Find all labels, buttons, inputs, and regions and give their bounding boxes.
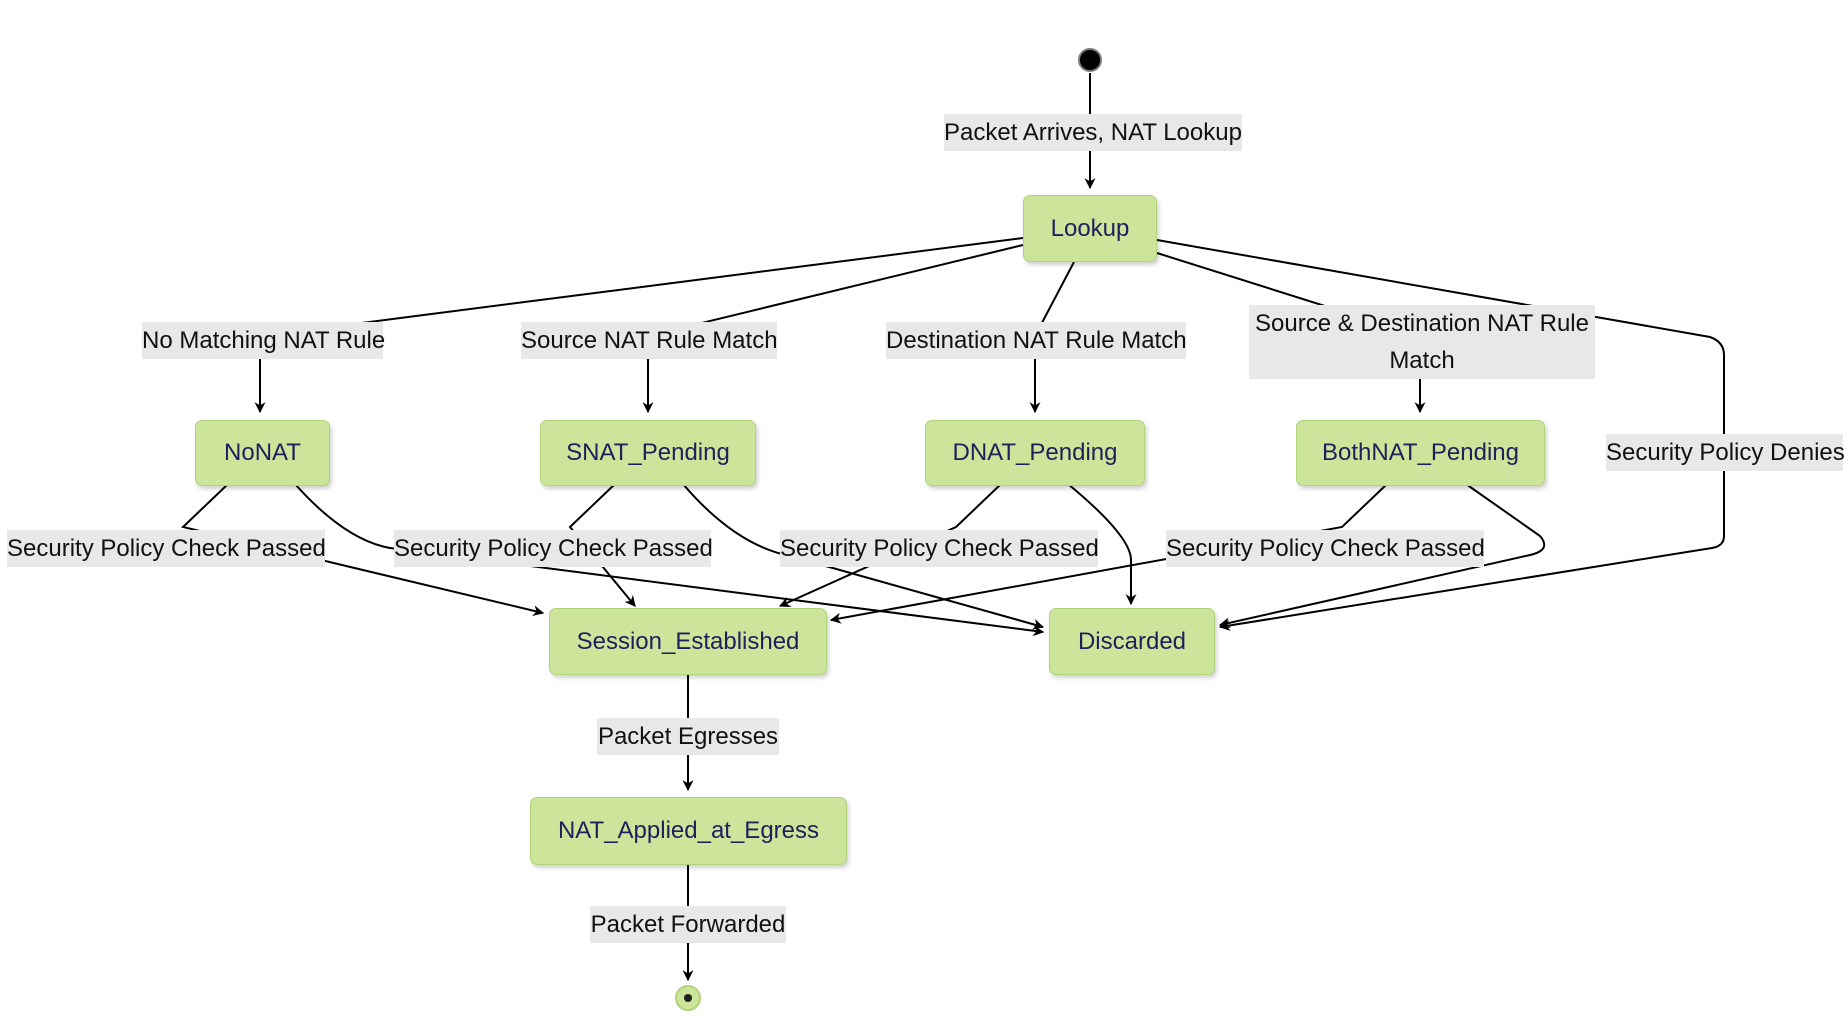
- label-source-nat-rule-match: Source NAT Rule Match: [521, 322, 778, 359]
- label-no-matching-nat-rule: No Matching NAT Rule: [142, 322, 385, 359]
- edge-bothnat-discarded: [1218, 483, 1546, 629]
- state-lookup[interactable]: Lookup: [1023, 195, 1157, 262]
- label-check-passed-nonat: Security Policy Check Passed: [7, 530, 326, 567]
- state-dnat-pending[interactable]: DNAT_Pending: [925, 420, 1145, 486]
- edge-dnat-discarded: [1067, 483, 1137, 606]
- state-session-established[interactable]: Session_Established: [549, 608, 827, 675]
- edge-snat-session: [568, 483, 636, 607]
- edge-bothnat-session: [829, 483, 1388, 624]
- state-bothnat-pending[interactable]: BothNAT_Pending: [1296, 420, 1545, 486]
- label-packet-egresses: Packet Egresses: [597, 718, 779, 755]
- label-packet-arrives: Packet Arrives, NAT Lookup: [944, 114, 1242, 151]
- state-nonat[interactable]: NoNAT: [195, 420, 330, 486]
- edge-dnat-session: [778, 483, 1002, 607]
- initial-node: [1078, 48, 1102, 72]
- label-check-passed-bothnat: Security Policy Check Passed: [1166, 530, 1485, 567]
- edge-nonat-discarded: [294, 483, 1045, 637]
- label-packet-forwarded: Packet Forwarded: [590, 906, 786, 943]
- label-source-destination-nat-rule-match: Source & Destination NAT Rule Match: [1249, 305, 1595, 379]
- state-discarded[interactable]: Discarded: [1049, 608, 1215, 675]
- state-snat-pending[interactable]: SNAT_Pending: [540, 420, 756, 486]
- label-check-passed-dnat: Security Policy Check Passed: [780, 530, 1099, 567]
- state-nat-applied-at-egress[interactable]: NAT_Applied_at_Egress: [530, 797, 847, 865]
- label-security-policy-denies: Security Policy Denies: [1606, 434, 1845, 471]
- label-destination-nat-rule-match: Destination NAT Rule Match: [886, 322, 1187, 359]
- final-node-core: [684, 994, 692, 1002]
- label-check-passed-snat: Security Policy Check Passed: [394, 530, 713, 567]
- edge-nonat-session: [180, 483, 545, 617]
